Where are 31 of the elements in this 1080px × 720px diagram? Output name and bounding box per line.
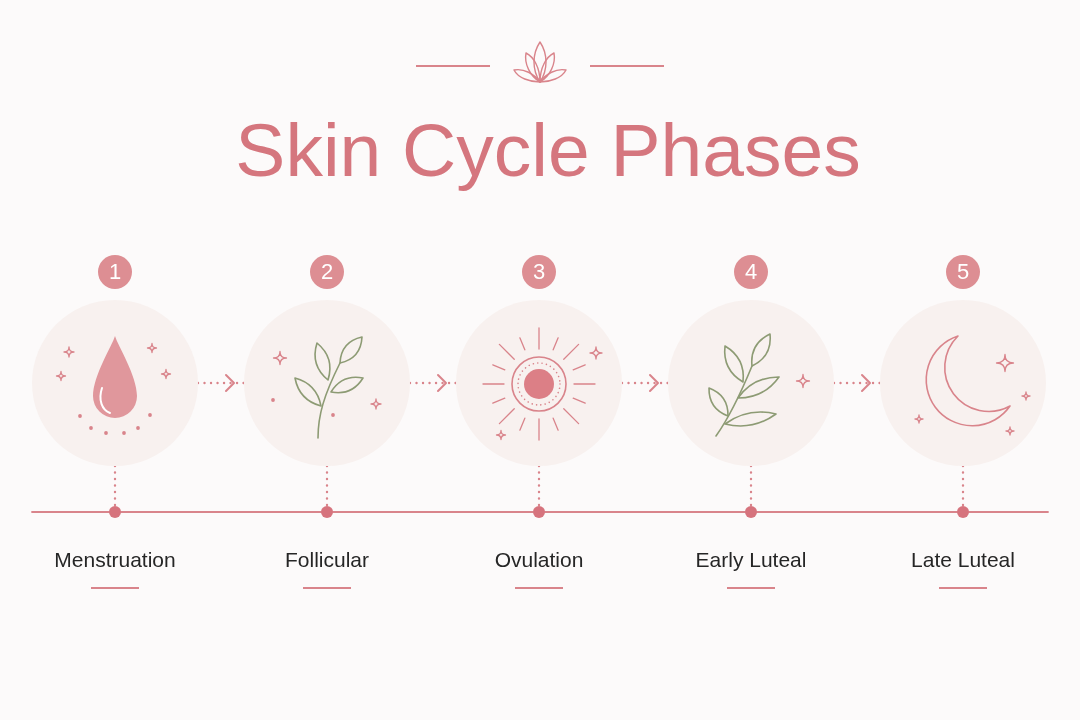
timeline-line [544,511,746,513]
dotted-connector [749,464,753,508]
timeline-dot [109,506,121,518]
step-number-badge: 4 [734,255,768,289]
dotted-arrow [408,374,458,392]
step-number-badge: 1 [98,255,132,289]
phase-name: Menstruation [54,548,176,572]
dotted-connector [325,464,329,508]
phase-name: Ovulation [494,548,584,572]
timeline-dot [745,506,757,518]
timeline-line [968,511,1049,513]
dotted-connector [961,464,965,508]
dotted-connector [537,464,541,508]
title: Skin Cycle Phases [235,107,861,193]
timeline-dot [957,506,969,518]
dotted-arrow [196,374,246,392]
step-number-badge: 2 [310,255,344,289]
step-number-badge: 3 [522,255,556,289]
step-number-badge: 5 [946,255,980,289]
dotted-connector [113,464,117,508]
timeline-dot [321,506,333,518]
dotted-arrow [620,374,670,392]
phase-name: Follicular [285,548,369,572]
phase-name: Early Luteal [695,548,807,572]
timeline-line [120,511,322,513]
timeline-line [756,511,958,513]
dotted-arrow [832,374,882,392]
phase-name: Late Luteal [911,548,1015,572]
timeline-line [31,511,110,513]
timeline-dot [533,506,545,518]
timeline-line [332,511,534,513]
